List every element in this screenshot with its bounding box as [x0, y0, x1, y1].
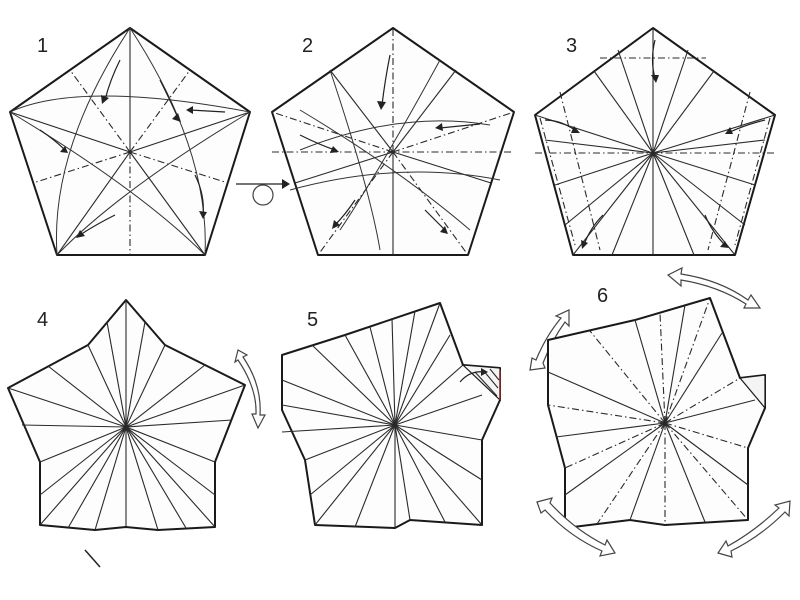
next-step-arrow [236, 179, 290, 206]
double-headed-arrow-icon [666, 266, 762, 309]
step-5: 5 [281, 302, 570, 529]
step-4-creases [7, 300, 246, 531]
circle-flip-icon [252, 184, 274, 206]
step-5-number: 5 [307, 309, 318, 331]
step-3-arrows [544, 39, 766, 249]
step-4: 4 [7, 299, 267, 531]
step-3-number: 3 [566, 35, 577, 57]
step-2-creases [271, 28, 515, 256]
step-4-number: 4 [37, 309, 48, 331]
stray-mark [84, 549, 101, 568]
step-5-creases [281, 302, 501, 528]
step-1-number: 1 [37, 35, 48, 57]
step-3: 3 [534, 27, 776, 256]
double-headed-arrow-icon [536, 497, 616, 557]
double-headed-arrow-icon [717, 500, 791, 558]
step-6-creases [547, 297, 766, 525]
step-2: 2 [271, 27, 515, 256]
step-5-folded-star [281, 302, 501, 529]
step-1: 1 [9, 27, 251, 256]
step-6-folded-star [547, 297, 766, 529]
step-6: 6 [536, 266, 791, 558]
step-2-arrows [299, 54, 481, 234]
double-headed-arrow-icon [234, 349, 267, 430]
step-2-number: 2 [302, 35, 313, 57]
step-1-arrows [39, 59, 226, 238]
step-6-number: 6 [597, 285, 608, 307]
step-3-pentagon [534, 27, 776, 256]
